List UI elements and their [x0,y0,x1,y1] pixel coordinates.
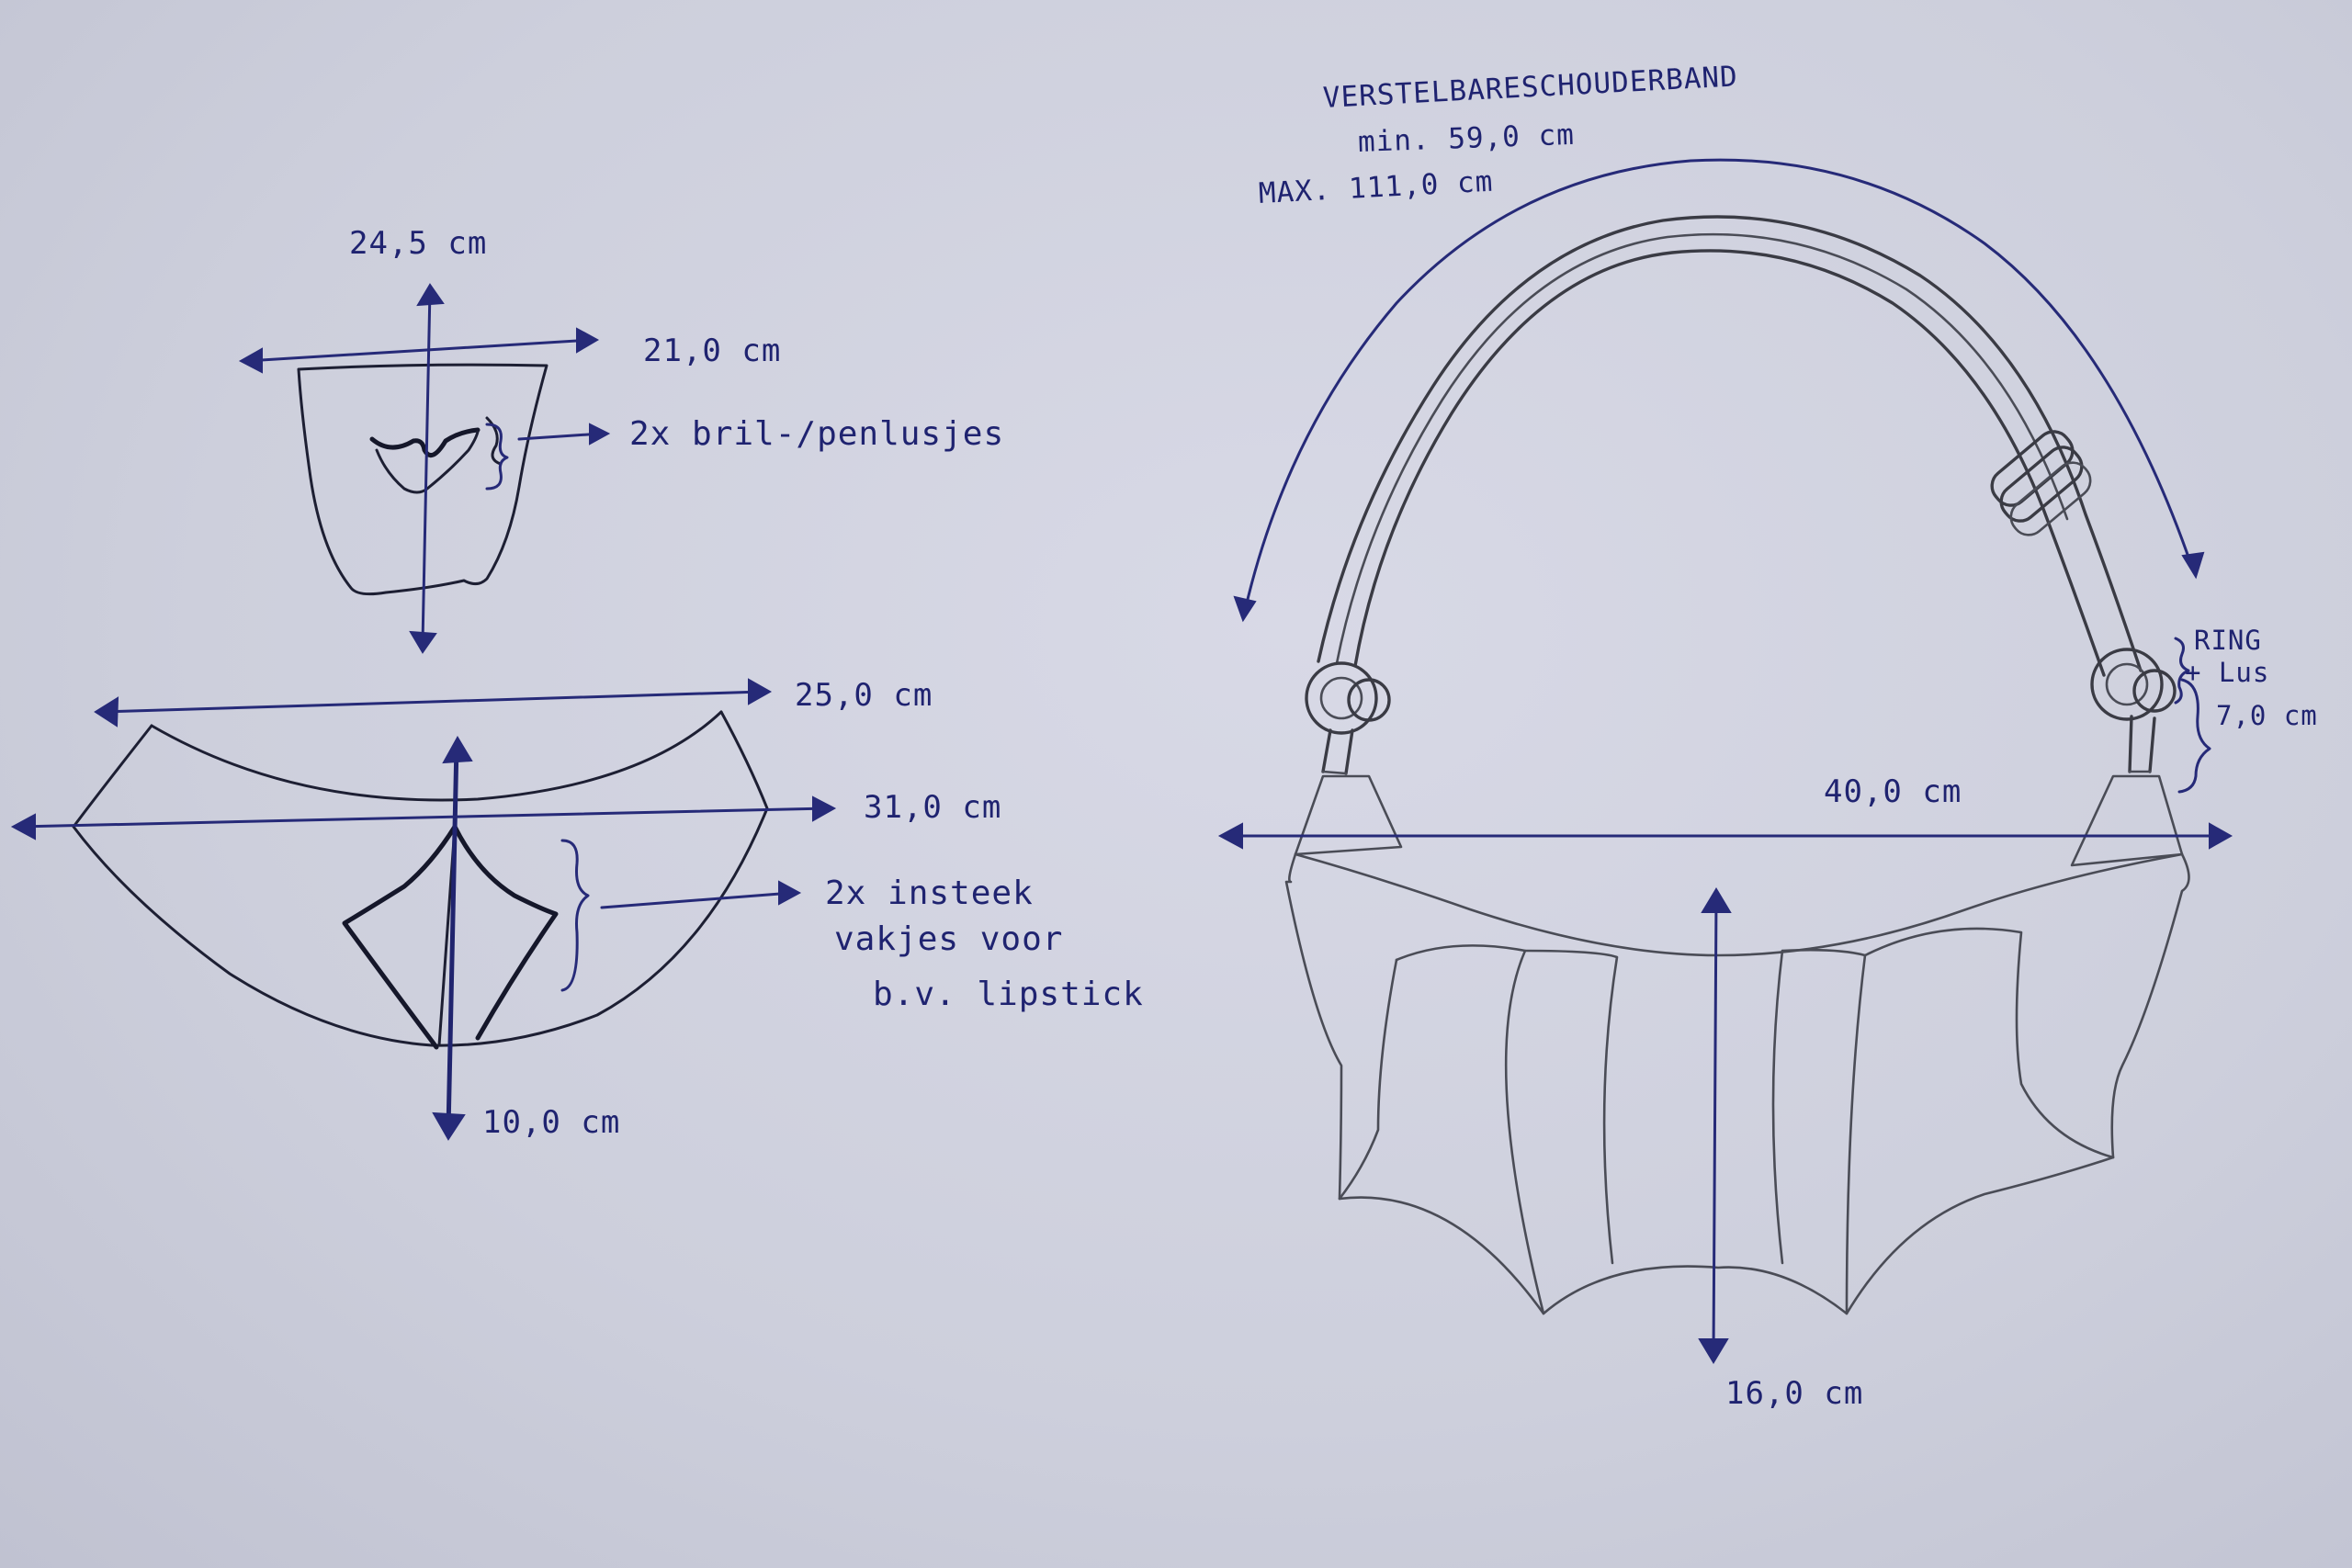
pocket-height-label: 24,5 cm [349,225,488,262]
arrow-up-icon [416,283,445,307]
right-ring [2090,648,2177,773]
arrow-left-icon [1217,822,1243,850]
arrow-up-icon [1701,887,1732,913]
strap-min-length: min. 59,0 cm [1357,118,1576,159]
main-bag-sketch [1217,158,2233,1364]
panel-top-width-label: 25,0 cm [795,677,933,714]
panel-height-label: 10,0 cm [482,1104,621,1141]
panel-width-label: 31,0 cm [864,789,1002,826]
panel-note-line3: b.v. lipstick [873,976,1144,1013]
arrow-right-icon [576,327,600,354]
arrow-left-icon [238,347,263,374]
arrow-right-icon [589,423,611,446]
left-ring [1305,661,1391,775]
arrow-right-icon [778,880,802,906]
bag-height-label: 16,0 cm [1725,1375,1864,1412]
arrow-up-icon [442,736,473,764]
ring-label-line2: + Lus [2185,657,2270,688]
small-pocket-sketch [238,283,611,654]
arrow-down-icon [409,630,437,654]
panel-note-line2: vakjes voor [834,920,1064,958]
panel-note-line1: 2x insteek [825,874,1034,912]
arrow-down-icon [2181,551,2205,580]
arrow-left-icon [10,813,36,840]
strap-buckle [1990,430,2092,536]
arrow-down-icon [432,1111,466,1141]
arrow-right-icon [2209,822,2233,850]
bag-width-label: 40,0 cm [1824,773,1962,810]
arrow-right-icon [812,795,837,822]
ring-label-line1: RING [2194,625,2262,656]
arrow-right-icon [748,678,773,705]
ring-size-label: 7,0 cm [2216,700,2318,731]
arrow-left-icon [94,696,119,728]
pocket-width-label: 21,0 cm [643,333,782,369]
arrow-down-icon [1233,595,1257,623]
front-panel-sketch [10,678,837,1141]
arrow-down-icon [1698,1338,1729,1364]
pocket-note: 2x bril-/penlusjes [629,415,1005,453]
